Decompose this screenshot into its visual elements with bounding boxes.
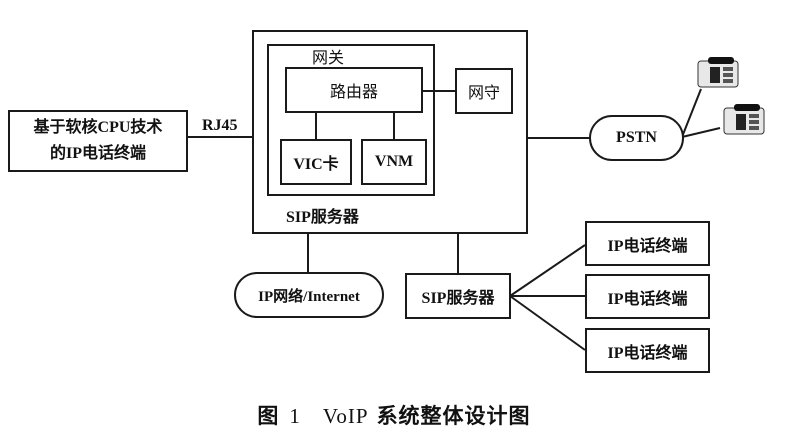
router-label: 路由器 — [329, 84, 378, 101]
ip-network-label: IP网络/Internet — [258, 288, 360, 305]
edge-sip-server-to-ip-phone-1 — [509, 244, 586, 297]
gateway-label: 网关 — [312, 50, 345, 67]
sip-server-outer-frame — [252, 30, 528, 234]
sip-server-label: SIP服务器 — [421, 290, 495, 307]
sip-server-outer-label: SIP服务器 — [286, 209, 359, 226]
softcore-terminal-line2: 的IP电话终端 — [49, 145, 146, 162]
ip-phone-terminal: IP电话终端 — [585, 274, 710, 319]
rj45-label: RJ45 — [202, 117, 238, 134]
gateway-frame — [267, 44, 435, 196]
ip-phone-terminal-label: IP电话终端 — [607, 290, 688, 308]
sip-server-node: SIP服务器 — [405, 273, 511, 319]
router-node: 路由器 — [285, 67, 423, 113]
ip-network-node: IP网络/Internet — [234, 272, 384, 318]
edge-pstn-to-phone-1 — [681, 88, 702, 138]
gatekeeper-node: 网守 — [455, 68, 513, 114]
vnm-node: VNM — [361, 139, 427, 185]
caption-latin: VoIP — [322, 404, 369, 428]
ip-phone-terminal-label: IP电话终端 — [607, 344, 688, 362]
vic-card-label: VIC卡 — [293, 156, 339, 173]
softcore-terminal-line1: 基于软核CPU技术 — [33, 119, 163, 136]
vic-card-node: VIC卡 — [280, 139, 352, 185]
ip-phone-terminal-label: IP电话终端 — [607, 237, 688, 255]
ip-phone-terminal: IP电话终端 — [585, 221, 710, 266]
telephone-icon — [697, 57, 739, 88]
gatekeeper-label: 网守 — [467, 85, 500, 102]
caption-prefix: 图 — [257, 404, 280, 428]
caption-text: 系统整体设计图 — [376, 404, 531, 428]
softcore-ip-phone-terminal: 基于软核CPU技术 的IP电话终端 — [8, 110, 188, 172]
edge-pstn-to-phone-2 — [681, 127, 721, 138]
telephone-icon — [723, 104, 765, 135]
vnm-label: VNM — [374, 153, 414, 170]
caption-number: 1 — [289, 404, 301, 428]
edge-sip-server-to-ip-phone-3 — [509, 295, 586, 351]
pstn-node: PSTN — [589, 115, 684, 161]
ip-phone-terminal: IP电话终端 — [585, 328, 710, 373]
pstn-label: PSTN — [616, 129, 657, 146]
